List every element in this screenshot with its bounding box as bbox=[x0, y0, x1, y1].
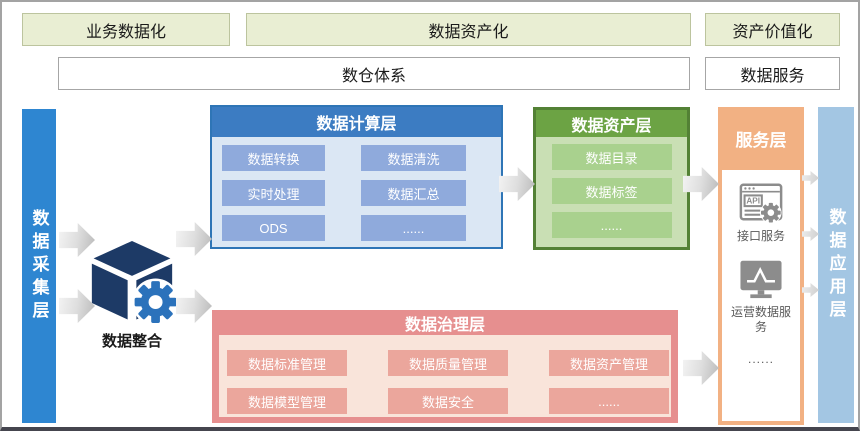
data-application-layer-label: 数据应用层 bbox=[826, 207, 846, 323]
arrow-governance-to-service bbox=[683, 351, 719, 385]
svg-text:API: API bbox=[746, 197, 760, 206]
cube-gear-icon bbox=[91, 240, 180, 326]
api-browser-icon: API bbox=[739, 183, 783, 224]
data-compute-layer: 数据计算层 数据转换 数据清洗 实时处理 数据汇总 ODS ...... bbox=[210, 105, 503, 249]
data-integration-node bbox=[84, 238, 180, 328]
data-governance-layer: 数据治理层 数据标准管理 数据质量管理 数据资产管理 数据模型管理 数据安全 .… bbox=[212, 310, 678, 423]
arrow-service-to-application-1 bbox=[802, 171, 819, 185]
data-governance-layer-title: 数据治理层 bbox=[404, 316, 485, 334]
monitor-chart-icon bbox=[740, 260, 782, 298]
compute-item: 实时处理 bbox=[222, 180, 325, 206]
arrow-integration-to-governance bbox=[176, 289, 212, 323]
arrow-compute-to-asset bbox=[499, 167, 535, 201]
service-more-ellipsis: ...... bbox=[747, 351, 774, 366]
data-governance-layer-body: 数据标准管理 数据质量管理 数据资产管理 数据模型管理 数据安全 ...... bbox=[219, 335, 671, 417]
service-layer-title: 服务层 bbox=[735, 131, 787, 150]
data-asset-layer-body: 数据目录 数据标签 ...... bbox=[536, 137, 687, 238]
data-asset-layer-title: 数据资产层 bbox=[536, 110, 687, 137]
governance-item: 数据标准管理 bbox=[227, 350, 347, 376]
operation-data-service-label: 运营数据服务 bbox=[730, 304, 791, 335]
governance-item: 数据安全 bbox=[388, 388, 508, 414]
data-asset-layer: 数据资产层 数据目录 数据标签 ...... bbox=[533, 107, 690, 250]
arrow-service-to-application-3 bbox=[802, 283, 819, 297]
governance-item: 数据模型管理 bbox=[227, 388, 347, 414]
asset-item: 数据目录 bbox=[551, 144, 672, 170]
governance-item: ...... bbox=[549, 388, 669, 414]
compute-item: 数据汇总 bbox=[361, 180, 466, 206]
box-data-service: 数据服务 bbox=[705, 57, 840, 90]
compute-item: ODS bbox=[222, 215, 325, 241]
arrow-integration-to-compute bbox=[176, 222, 212, 256]
data-compute-layer-title: 数据计算层 bbox=[212, 107, 501, 137]
arrow-service-to-application-2 bbox=[802, 227, 819, 241]
service-layer-panel: API bbox=[722, 170, 800, 421]
data-application-layer-bar: 数据应用层 bbox=[818, 107, 854, 423]
box-data-warehouse-system: 数仓体系 bbox=[58, 57, 690, 90]
api-service-label: 接口服务 bbox=[736, 229, 785, 243]
compute-item: ...... bbox=[361, 215, 466, 241]
compute-item: 数据转换 bbox=[222, 145, 325, 171]
governance-item: 数据资产管理 bbox=[549, 350, 669, 376]
data-integration-label: 数据整合 bbox=[101, 333, 162, 350]
data-collection-layer-label: 数据采集层 bbox=[29, 208, 49, 324]
service-layer: 服务层 API bbox=[718, 107, 804, 425]
banner-business-datafication: 业务数据化 bbox=[22, 13, 230, 46]
asset-item: 数据标签 bbox=[551, 178, 672, 204]
data-compute-layer-body: 数据转换 数据清洗 实时处理 数据汇总 ODS ...... bbox=[212, 137, 501, 241]
asset-item: ...... bbox=[551, 212, 672, 238]
governance-item: 数据质量管理 bbox=[388, 350, 508, 376]
banner-data-assetization: 数据资产化 bbox=[246, 13, 691, 46]
data-collection-layer-bar: 数据采集层 bbox=[22, 109, 56, 423]
compute-item: 数据清洗 bbox=[361, 145, 466, 171]
banner-asset-valorization: 资产价值化 bbox=[705, 13, 840, 46]
